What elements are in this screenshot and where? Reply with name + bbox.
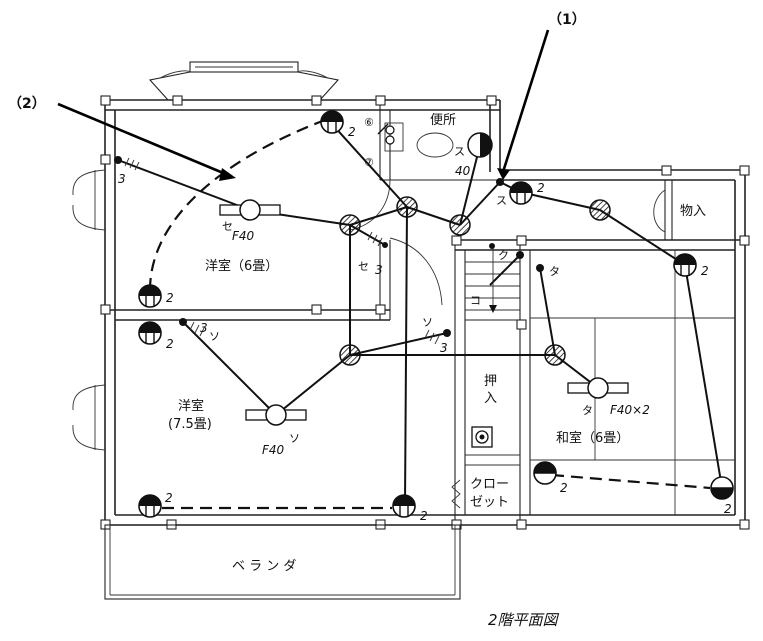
switch-label-3-so-left: 3	[200, 321, 208, 335]
floor-title: 2階平面図	[488, 611, 560, 629]
fixture-label-so: ソ	[289, 432, 300, 445]
room-label-western75: 洋室	[178, 398, 204, 414]
room-label-western75-size: (7.5畳)	[168, 417, 212, 432]
switch-label-so-left: ソ	[209, 330, 220, 343]
outlet-top	[320, 110, 344, 134]
dashed-circuits	[148, 118, 711, 510]
outlet-bottom-mid	[392, 494, 416, 518]
wiring	[117, 123, 723, 506]
outlet-count-right-mid: 2	[701, 264, 709, 278]
room-label-washitsu: 和室（6畳）	[556, 430, 629, 446]
junction-boxes	[339, 196, 611, 366]
left-windows	[72, 169, 106, 451]
wall-posts	[100, 95, 750, 530]
switch-label-ku: ク	[498, 249, 509, 262]
callout-2-label: （2）	[8, 96, 46, 112]
closet-outlet	[471, 426, 493, 448]
room-label-toilet: 便所	[430, 113, 456, 128]
outlets	[138, 110, 734, 518]
switch-label-ta: タ	[549, 265, 560, 278]
switches	[114, 132, 544, 345]
outlet-count-top: 2	[348, 125, 356, 139]
callout-arrows	[57, 29, 550, 181]
outlet-left-upper	[138, 284, 162, 308]
veranda	[104, 524, 461, 600]
switch-label-su-low: ス	[496, 194, 507, 207]
outlet-left-lower	[138, 321, 162, 345]
outlet-count-washitsu-right: 2	[724, 502, 732, 516]
switch-label-se: セ	[358, 260, 369, 273]
room-label-closet-1: クロー	[470, 477, 509, 492]
fluorescent-fixture-ta	[567, 377, 629, 399]
toilet-switch-marks	[377, 123, 395, 145]
switch-label-3a: 3	[118, 172, 126, 186]
switch-label-su-40: 40	[455, 164, 471, 178]
top-window-bay	[148, 61, 340, 101]
outlet-right-mid	[673, 253, 697, 277]
callout-1-label: （1）	[548, 12, 586, 28]
fixture-label-ta: タ	[582, 404, 593, 417]
switch-label-ko: コ	[470, 294, 481, 307]
fixture-label-f40-se: F40	[232, 229, 255, 243]
switch-label-so-right: ソ	[422, 316, 433, 329]
fluorescent-fixture-se	[219, 199, 281, 221]
outlet-washitsu-left	[533, 461, 557, 485]
switch-label-3-so-right: 3	[440, 341, 448, 355]
outlet-count-bottom-mid: 2	[420, 509, 428, 523]
room-label-oshiire-2: 入	[484, 391, 497, 406]
room-label-oshiire-1: 押	[484, 374, 497, 389]
outlet-count-right-top: 2	[537, 181, 545, 195]
fixture-label-f40x2: F40×2	[610, 403, 650, 417]
fluorescent-fixture-so	[245, 404, 307, 426]
outlet-count-left-upper: 2	[166, 291, 174, 305]
outlet-bottom-left	[138, 494, 162, 518]
room-label-veranda: ベ ラ ン ダ	[232, 559, 296, 574]
stair-arrow	[489, 243, 497, 313]
switch-label-6: ⑥	[364, 116, 374, 129]
room-label-closet-2: ゼット	[470, 495, 509, 510]
room-label-storage: 物入	[680, 204, 706, 219]
outlet-count-washitsu-left: 2	[560, 481, 568, 495]
fixture-label-f40-so: F40	[262, 443, 285, 457]
outlet-right-top	[509, 181, 533, 205]
closet-door-mark	[451, 479, 461, 509]
room-label-western6: 洋室（6畳）	[205, 258, 278, 274]
outlet-washitsu-right	[710, 476, 734, 500]
outlet-count-left-lower: 2	[166, 337, 174, 351]
fixture-label-se: セ	[222, 220, 233, 233]
switch-label-su: ス	[454, 145, 465, 158]
switch-label-3-se: 3	[375, 263, 383, 277]
switch-label-7: ⑦	[364, 156, 374, 169]
outlet-count-bottom-left: 2	[165, 491, 173, 505]
